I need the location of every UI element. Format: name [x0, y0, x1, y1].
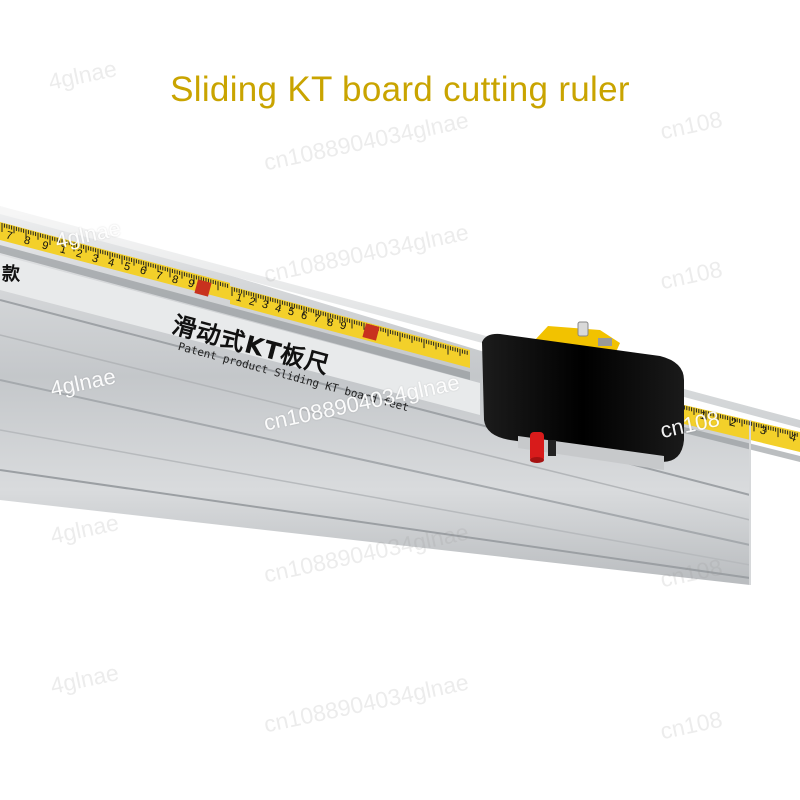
rail-line-4	[0, 429, 751, 566]
ruler-ticks-middle	[231, 287, 468, 356]
cutter-bolt	[598, 338, 612, 346]
cutter-red-pin	[530, 432, 544, 462]
rail-line-3	[0, 379, 751, 546]
rail-groove-right	[680, 426, 800, 462]
ruler-ticks-upper	[1, 223, 229, 291]
page-title: Sliding KT board cutting ruler	[170, 70, 630, 109]
ruler-ticks-right	[681, 405, 798, 439]
cutter-screw	[577, 321, 589, 337]
cutter-tab	[548, 440, 556, 456]
rail-groove	[0, 245, 470, 380]
rail-line-5	[0, 469, 751, 579]
tape-right	[680, 404, 800, 452]
rail-line-2	[0, 334, 751, 521]
cutter-head	[482, 321, 684, 470]
label-plate	[0, 255, 480, 415]
cutter-body	[482, 333, 684, 462]
product-label-left-fragment: 款	[2, 264, 20, 285]
red-block-20	[194, 279, 212, 297]
red-block-30	[362, 323, 380, 341]
